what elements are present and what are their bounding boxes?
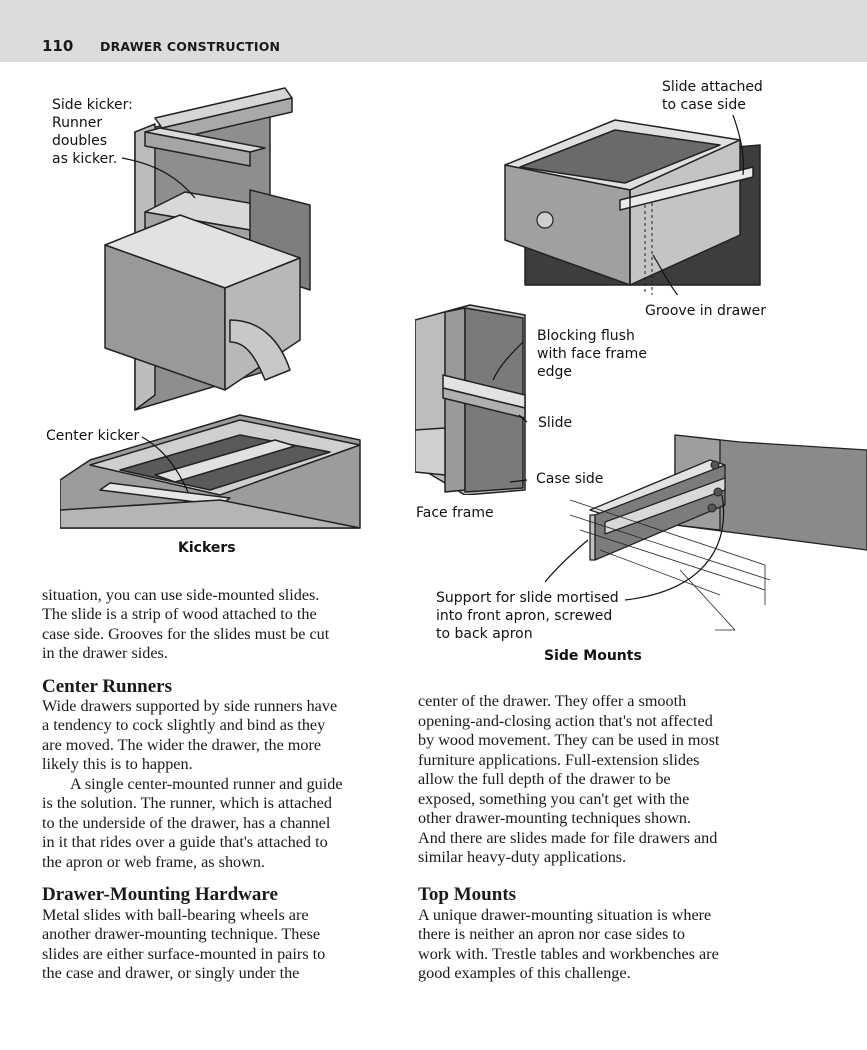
col2-line-8: And there are slides made for file drawe…: [418, 829, 718, 847]
center-runners-p2-line-5: the apron or web frame, as shown.: [42, 853, 265, 871]
support-label-line-1: Support for slide mortised: [436, 590, 619, 606]
col2-line-7: other drawer-mounting techniques shown.: [418, 809, 691, 827]
slide-attached-label-line-2: to case side: [662, 97, 746, 113]
side-kicker-label-line-4: as kicker.: [52, 151, 118, 167]
center-runners-p1-line-3: are moved. The wider the drawer, the mor…: [42, 736, 322, 754]
kickers-illustration: [60, 87, 361, 529]
center-runners-heading: Center Runners: [42, 676, 173, 697]
col2-line-4: furniture applications. Full-extension s…: [418, 751, 700, 769]
col1-intro-line-3: case side. Grooves for the slides must b…: [42, 625, 330, 643]
col2-line-3: by wood movement. They can be used in mo…: [418, 731, 720, 749]
slide-label: Slide: [538, 415, 573, 431]
side-mounts-drawer-illustration: [504, 115, 761, 295]
center-kicker-label: Center kicker: [46, 428, 140, 444]
face-frame-label: Face frame: [416, 505, 494, 521]
center-runners-p2-line-4: in it that rides over a guide that's att…: [42, 833, 328, 851]
apron-support-illustration: [544, 434, 867, 631]
col1-intro-line-1: situation, you can use side-mounted slid…: [42, 586, 320, 604]
hardware-heading: Drawer-Mounting Hardware: [42, 884, 278, 905]
col1-intro-line-2: The slide is a strip of wood attached to…: [42, 605, 317, 623]
support-label-line-2: into front apron, screwed: [436, 608, 613, 624]
side-kicker-label-line-2: Runner: [52, 115, 103, 131]
blocking-label-line-1: Blocking flush: [537, 328, 635, 344]
page-number: 110: [42, 37, 74, 55]
center-runners-p2-line-2: is the solution. The runner, which is at…: [42, 794, 332, 812]
col2-line-9: similar heavy-duty applications.: [418, 848, 627, 866]
hardware-line-4: the case and drawer, or singly under the: [42, 964, 300, 982]
center-runners-p2-line-1: A single center-mounted runner and guide: [70, 775, 343, 793]
side-kicker-label-line-3: doubles: [52, 133, 108, 149]
col2-line-1: center of the drawer. They offer a smoot…: [418, 692, 687, 710]
hardware-line-3: slides are either surface-mounted in pai…: [42, 945, 326, 963]
side-kicker-label-line-1: Side kicker:: [52, 97, 133, 113]
center-runners-p1-line-1: Wide drawers supported by side runners h…: [42, 697, 338, 715]
center-runners-p2-line-3: to the underside of the drawer, has a ch…: [42, 814, 331, 832]
kickers-caption: Kickers: [178, 540, 236, 556]
face-frame-illustration: [415, 304, 527, 495]
top-mounts-line-4: good examples of this challenge.: [418, 964, 631, 982]
blocking-label-line-3: edge: [537, 364, 572, 380]
hardware-line-1: Metal slides with ball-bearing wheels ar…: [42, 906, 309, 924]
top-mounts-line-3: work with. Trestle tables and workbenche…: [418, 945, 719, 963]
top-mounts-line-1: A unique drawer-mounting situation is wh…: [418, 906, 712, 924]
col2-line-6: exposed, something you can't get with th…: [418, 790, 690, 808]
support-label-line-3: to back apron: [436, 626, 533, 642]
side-mounts-caption: Side Mounts: [544, 648, 642, 664]
case-side-label: Case side: [536, 471, 604, 487]
slide-attached-label-line-1: Slide attached: [662, 79, 763, 95]
col2-line-2: opening-and-closing action that's not af…: [418, 712, 713, 730]
hardware-line-2: another drawer-mounting technique. These: [42, 925, 321, 943]
col2-line-5: allow the full depth of the drawer to be: [418, 770, 671, 788]
page-header: [0, 0, 867, 62]
top-mounts-line-2: there is neither an apron nor case sides…: [418, 925, 685, 943]
col1-intro-line-4: in the drawer sides.: [42, 644, 168, 662]
blocking-label-line-2: with face frame: [537, 346, 647, 362]
top-mounts-heading: Top Mounts: [418, 884, 517, 905]
center-runners-p1-line-2: a tendency to cock slightly and bind as …: [42, 716, 326, 734]
groove-in-drawer-label: Groove in drawer: [645, 303, 767, 319]
running-title: DRAWER CONSTRUCTION: [100, 39, 281, 54]
center-runners-p1-line-4: likely this is to happen.: [42, 755, 193, 773]
